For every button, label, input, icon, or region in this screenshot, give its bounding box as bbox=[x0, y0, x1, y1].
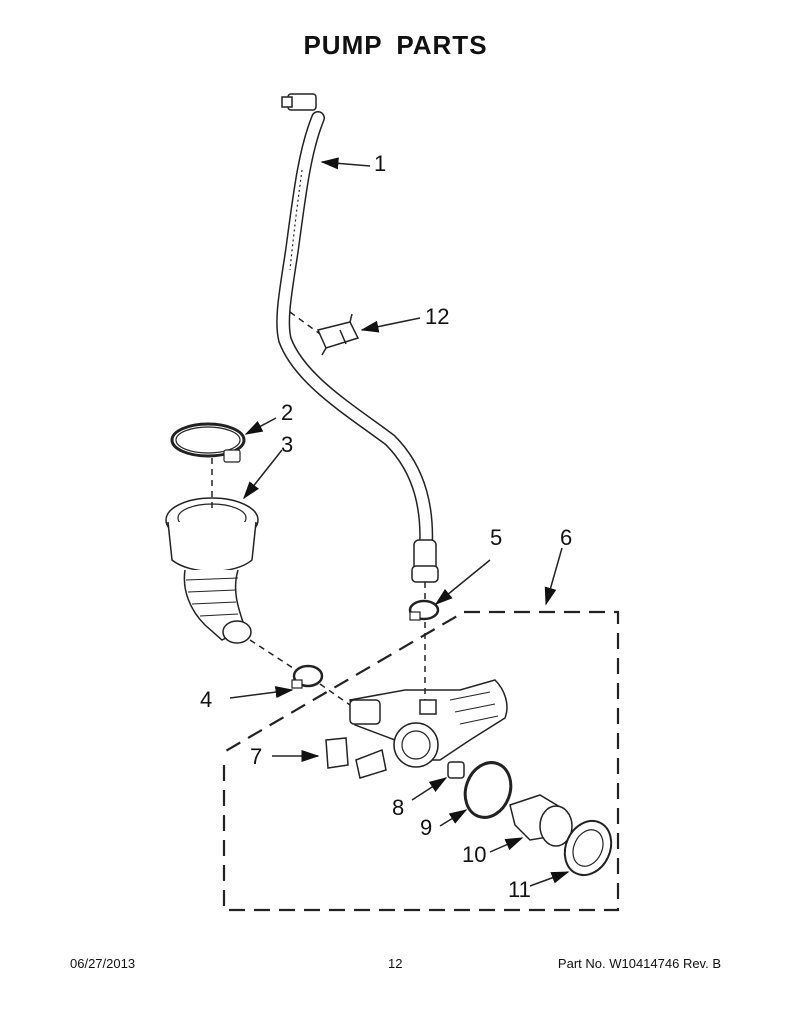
callout-10: 10 bbox=[462, 842, 486, 867]
footer-date: 06/27/2013 bbox=[70, 956, 136, 971]
clamp-4-part[interactable] bbox=[291, 664, 324, 689]
callout-7: 7 bbox=[250, 744, 262, 769]
callout-11: 11 bbox=[508, 877, 531, 902]
drain-pump-part[interactable] bbox=[349, 679, 508, 768]
callout-12: 12 bbox=[425, 304, 449, 329]
pump-bracket-part[interactable] bbox=[325, 737, 387, 779]
hose-clip-part[interactable] bbox=[316, 313, 360, 356]
clamp-part[interactable] bbox=[170, 422, 246, 463]
filter-part[interactable] bbox=[509, 794, 573, 847]
callout-8: 8 bbox=[392, 795, 404, 820]
bellows-part[interactable] bbox=[165, 497, 259, 644]
callout-4: 4 bbox=[200, 687, 212, 712]
drain-hose-part[interactable] bbox=[276, 93, 439, 583]
callout-1: 1 bbox=[374, 151, 386, 176]
footer-page-number: 12 bbox=[388, 956, 403, 971]
pump-assembly-boundary bbox=[222, 610, 620, 912]
leader-arrows bbox=[229, 157, 570, 887]
fitting-part[interactable] bbox=[447, 761, 465, 779]
footer-part-number: Part No. W10414746 Rev. B bbox=[557, 956, 721, 971]
seal-part[interactable] bbox=[458, 756, 518, 824]
cap-part[interactable] bbox=[556, 813, 620, 882]
callout-3: 3 bbox=[281, 432, 293, 457]
callout-6: 6 bbox=[560, 525, 572, 550]
callout-2: 2 bbox=[281, 400, 293, 425]
callout-5: 5 bbox=[490, 525, 502, 550]
clamp-5-part[interactable] bbox=[408, 599, 440, 621]
callout-9: 9 bbox=[420, 815, 432, 840]
page-title: PUMP PARTS bbox=[303, 30, 488, 60]
